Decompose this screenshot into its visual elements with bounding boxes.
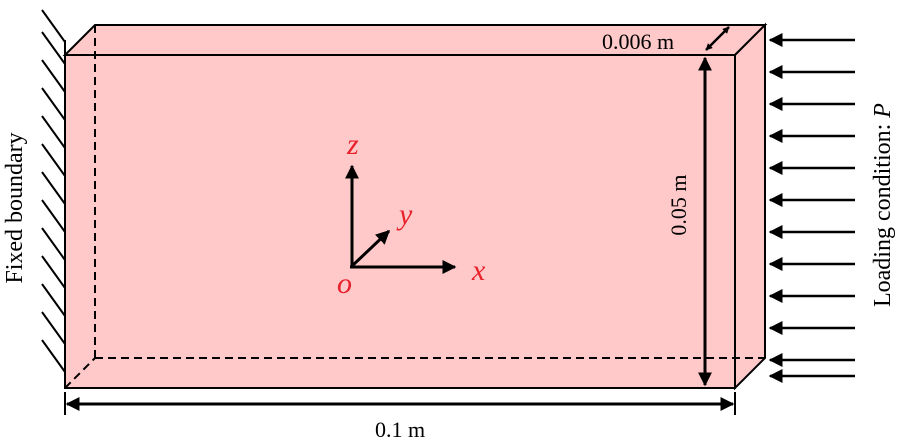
x-axis-label: x <box>471 254 486 287</box>
height-label: 0.05 m <box>666 174 691 235</box>
load-arrows <box>768 33 855 383</box>
thickness-label: 0.006 m <box>602 29 674 54</box>
fixed-boundary-hatching <box>41 9 66 388</box>
plate-right-face <box>734 22 766 391</box>
length-label: 0.1 m <box>375 417 425 441</box>
plate-front-face <box>64 54 736 389</box>
length-dimension <box>64 392 736 415</box>
thickness-dimension-arrow <box>705 26 730 51</box>
origin-label: o <box>337 267 352 300</box>
coordinate-axes <box>345 164 457 274</box>
fixed-boundary-label: Fixed boundary <box>2 132 28 283</box>
plate <box>62 22 768 391</box>
loading-condition-label: Loading condition: P <box>870 103 896 307</box>
loading-symbol: P <box>870 103 896 119</box>
y-axis-arrow <box>350 229 391 268</box>
z-axis-label: z <box>346 128 359 161</box>
loading-condition-text: Loading condition: <box>870 118 896 307</box>
hidden-edge-diagonal <box>64 357 96 389</box>
y-axis-label: y <box>396 198 413 231</box>
